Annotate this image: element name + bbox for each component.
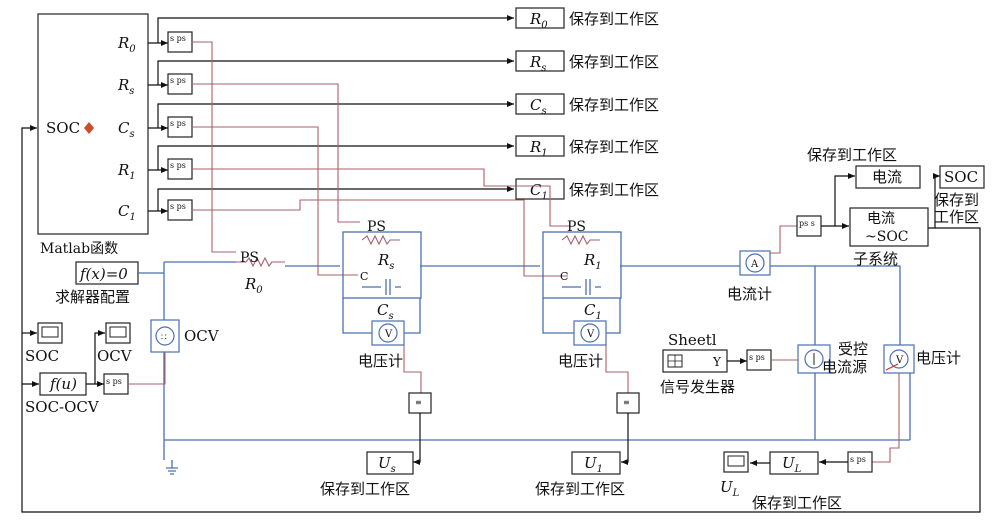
load-voltmeter[interactable]: V 电压计: [872, 344, 961, 463]
svg-text:UL: UL: [720, 478, 740, 499]
r0-resistor[interactable]: PS R0: [236, 250, 285, 296]
matlab-function-block[interactable]: SOC R0 Rs Cs R1 C1: [37, 13, 149, 235]
soc-to-workspace[interactable]: SOC 保存到 工作区: [934, 165, 985, 226]
to-workspace-blocks: R0 Rs Cs R1 C1 保存到工作区 保存到工作区 保存到工作区 保存到工…: [515, 7, 659, 202]
ground-icon: [166, 460, 178, 475]
svg-text:ps s: ps s: [799, 219, 815, 228]
svg-text:保存到工作区: 保存到工作区: [569, 10, 659, 28]
svg-text:SOC: SOC: [944, 168, 978, 186]
svg-text:V: V: [384, 329, 393, 340]
svg-text:s ps: s ps: [170, 202, 186, 211]
svg-text:保存到工作区: 保存到工作区: [569, 53, 659, 71]
output-lines: [148, 15, 514, 214]
ul-to-workspace[interactable]: s ps UL 保存到工作区: [750, 451, 873, 512]
svg-text:保存到: 保存到: [934, 191, 979, 209]
solver-configuration[interactable]: f(x)=0 求解器配置: [55, 261, 164, 306]
ocv-scope[interactable]: OCV: [94, 322, 133, 384]
svg-text:C: C: [360, 270, 368, 283]
svg-text:电压计: 电压计: [916, 349, 961, 367]
svg-text:受控: 受控: [838, 340, 868, 358]
signal-generator[interactable]: Sheetl Y 信号发生器 s ps: [660, 331, 798, 396]
svg-text:C1: C1: [584, 301, 602, 322]
ps-signal-lines: [192, 41, 570, 277]
ps-s-converters: ≡ ≡: [408, 392, 640, 465]
svg-text:s ps: s ps: [170, 76, 186, 85]
svg-text:OCV: OCV: [184, 327, 220, 345]
svg-text:电流源: 电流源: [822, 358, 867, 376]
svg-text:Cs: Cs: [377, 301, 394, 322]
svg-text:~SOC: ~SOC: [865, 229, 909, 245]
u1-to-workspace[interactable]: U1 保存到工作区: [535, 451, 625, 498]
us-to-workspace[interactable]: Us 保存到工作区: [320, 451, 414, 498]
svg-text:电压计: 电压计: [358, 352, 403, 370]
svg-text:∷: ∷: [161, 333, 167, 343]
svg-text:子系统: 子系统: [853, 250, 898, 268]
svg-text:PS: PS: [567, 219, 586, 235]
svg-text:保存到工作区: 保存到工作区: [569, 96, 659, 114]
soc-ocv-function[interactable]: f(u) SOC-OCV s ps: [22, 352, 166, 416]
svg-text:电流: 电流: [872, 168, 902, 186]
soc-subsystem[interactable]: 电流 ~SOC 子系统: [849, 173, 940, 268]
svg-text:R0: R0: [244, 275, 263, 296]
matlab-function-label: Matlab函数: [40, 241, 118, 257]
svg-text:s ps: s ps: [749, 353, 765, 362]
main-circuit: [163, 261, 910, 460]
svg-text:PS: PS: [367, 219, 386, 235]
svg-text:SOC: SOC: [25, 347, 59, 365]
svg-text:V: V: [586, 329, 595, 340]
svg-text:保存到工作区: 保存到工作区: [807, 146, 897, 164]
voltmeter-1[interactable]: V 电压计: [342, 298, 422, 393]
svg-text:s ps: s ps: [170, 161, 186, 170]
svg-text:SOC: SOC: [46, 119, 80, 137]
svg-text:保存到工作区: 保存到工作区: [752, 494, 842, 512]
svg-text:V: V: [895, 355, 904, 366]
svg-text:电压计: 电压计: [558, 352, 603, 370]
svg-text:Y: Y: [712, 355, 722, 369]
svg-text:保存到工作区: 保存到工作区: [535, 480, 625, 498]
svg-text:Sheetl: Sheetl: [668, 331, 717, 349]
svg-text:信号发生器: 信号发生器: [660, 378, 735, 396]
svg-text:求解器配置: 求解器配置: [55, 288, 130, 306]
svg-text:工作区: 工作区: [934, 208, 979, 226]
svg-text:保存到工作区: 保存到工作区: [569, 138, 659, 156]
controlled-current-source[interactable]: 受控 电流源: [797, 340, 868, 440]
svg-text:f(u): f(u): [49, 375, 77, 393]
svg-text:SOC-OCV: SOC-OCV: [25, 398, 100, 416]
svg-text:电流: 电流: [867, 211, 895, 227]
svg-text:f(x)=0: f(x)=0: [79, 265, 128, 283]
sps-converters: s ps s ps s ps s ps s ps: [167, 31, 193, 221]
voltmeter-2[interactable]: V 电压计: [542, 298, 629, 393]
ocv-source[interactable]: ∷ OCV: [150, 319, 220, 475]
svg-text:R1: R1: [583, 251, 602, 272]
rc-pair-2[interactable]: PS R1 C C1: [542, 219, 622, 322]
svg-text:C: C: [560, 270, 568, 283]
svg-text:s ps: s ps: [850, 455, 866, 464]
svg-text:保存到工作区: 保存到工作区: [569, 181, 659, 199]
svg-text:保存到工作区: 保存到工作区: [320, 480, 410, 498]
svg-text:电流计: 电流计: [727, 285, 772, 303]
ul-scope[interactable]: UL: [720, 451, 749, 499]
svg-text:s ps: s ps: [170, 34, 186, 43]
current-meter[interactable]: A 电流计 ps s: [727, 173, 901, 370]
svg-text:≡: ≡: [415, 398, 422, 407]
current-to-workspace[interactable]: 保存到工作区 电流: [807, 146, 921, 189]
svg-text:s ps: s ps: [170, 119, 186, 128]
rc-pair-1[interactable]: PS Rs C Cs: [342, 219, 422, 322]
svg-text:A: A: [750, 259, 759, 270]
svg-text:s ps: s ps: [106, 377, 122, 386]
svg-text:Rs: Rs: [377, 251, 394, 272]
svg-text:OCV: OCV: [97, 347, 133, 365]
soc-scope[interactable]: SOC: [22, 322, 63, 365]
svg-text:PS: PS: [240, 250, 259, 266]
svg-text:≡: ≡: [623, 398, 630, 407]
function-icon: [84, 122, 94, 134]
